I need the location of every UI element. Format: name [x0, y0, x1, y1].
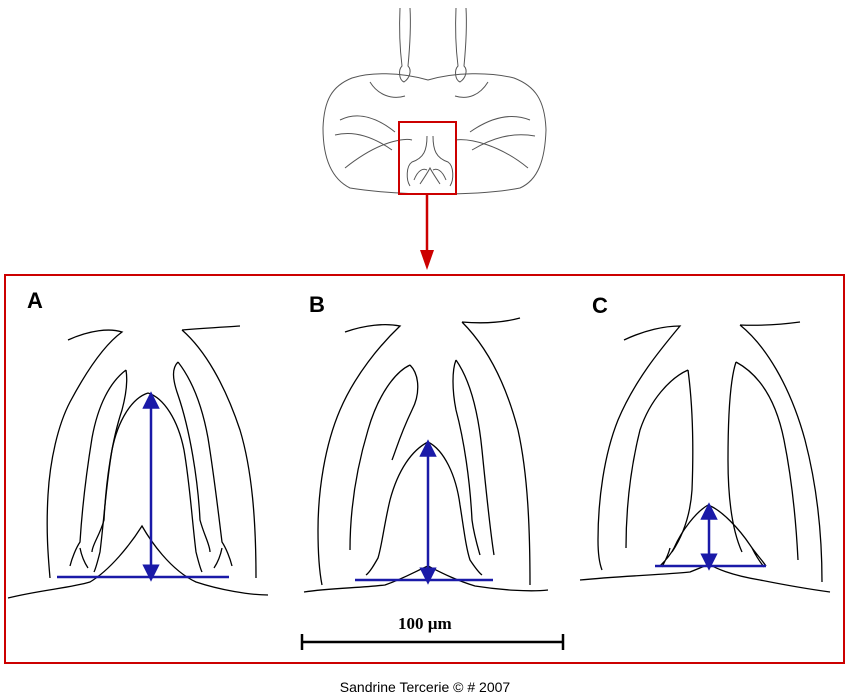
scale-bar-label: 100 µm	[398, 614, 452, 633]
panel-a-right-lobe	[172, 361, 233, 569]
panel-c-drawing	[579, 321, 831, 593]
overview-leg-left	[399, 7, 411, 83]
panel-a-top-left-stroke	[46, 329, 124, 579]
detail-frame	[4, 274, 845, 664]
overview-body-outline	[322, 73, 547, 195]
panel-a-top-right-stroke	[181, 325, 257, 579]
zoom-arrow-head	[420, 250, 434, 270]
panel-b-left-lobe	[349, 364, 419, 551]
overview-specimen	[322, 7, 547, 195]
overview-fold-left	[334, 81, 406, 151]
panel-b-inner-arch	[365, 441, 483, 576]
panel-a-base-curve	[7, 524, 269, 599]
panel-b-top-right-stroke	[461, 317, 531, 586]
panel-c-top-left-stroke	[597, 325, 682, 571]
panel-b-top-left-stroke	[317, 324, 402, 586]
overview-leg-right	[455, 7, 467, 83]
panel-a-measurement	[57, 391, 229, 582]
overview-fold-right	[454, 81, 536, 151]
zoom-region-box	[398, 121, 457, 195]
panel-a-drawing	[7, 325, 269, 599]
copyright-credit: Sandrine Tercerie © # 2007	[339, 679, 511, 695]
panel-c-right-lobe	[727, 361, 799, 561]
panel-a-inner-arch	[93, 392, 203, 573]
panel-c-measurement	[655, 502, 766, 571]
panel-label-c: C	[592, 293, 608, 318]
panel-b-measurement	[355, 439, 493, 585]
panel-c-inner-arch	[659, 504, 767, 568]
overview-central-organ	[406, 135, 454, 187]
overview-lower-band	[344, 139, 529, 169]
panel-b-drawing	[303, 317, 549, 593]
panel-c-left-lobe	[625, 369, 694, 553]
panel-a-left-lobe	[69, 369, 128, 569]
panel-c-top-right-stroke	[739, 321, 823, 583]
panel-label-b: B	[309, 292, 325, 317]
panel-b-right-lobe	[452, 359, 495, 556]
scale-bar	[300, 634, 565, 650]
panel-c-base-curve	[579, 563, 831, 593]
panel-label-a: A	[27, 288, 43, 313]
